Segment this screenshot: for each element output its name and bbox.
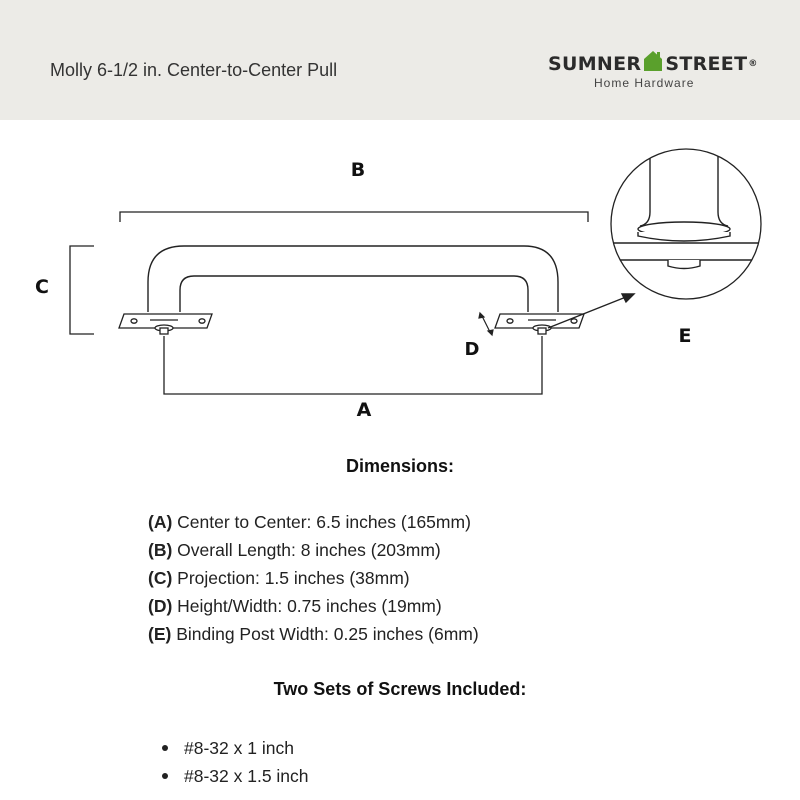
label-d: D — [465, 339, 480, 360]
dimension-text: Binding Post Width: 0.25 inches (6mm) — [171, 624, 479, 644]
dimension-item-d: (D) Height/Width: 0.75 inches (19mm) — [148, 595, 479, 623]
dimension-key: (D) — [148, 596, 173, 616]
dimension-c-line — [69, 245, 94, 335]
brand-name-left: SUMNER — [548, 52, 642, 75]
label-b: B — [351, 159, 365, 181]
dimension-text: Center to Center: 6.5 inches (165mm) — [172, 512, 471, 532]
pull-handle — [147, 245, 559, 312]
dimension-key: (A) — [148, 512, 173, 532]
screws-title: Two Sets of Screws Included: — [273, 679, 527, 699]
dimension-d-line — [478, 311, 494, 337]
pull-dimension-diagram: B C A D E — [35, 148, 762, 421]
house-icon — [643, 50, 663, 77]
dimension-a-line — [163, 336, 543, 395]
dimension-item-c: (C) Projection: 1.5 inches (38mm) — [148, 567, 479, 595]
dimension-text: Overall Length: 8 inches (203mm) — [172, 540, 441, 560]
dimension-b-line — [119, 211, 589, 222]
dimension-item-e: (E) Binding Post Width: 0.25 inches (6mm… — [148, 623, 479, 651]
list-item: #8-32 x 1 inch — [162, 734, 309, 762]
brand-logo: SUMNER STREET ® Home Hardware — [548, 50, 768, 90]
screw-text: #8-32 x 1 inch — [184, 738, 294, 758]
dimension-item-b: (B) Overall Length: 8 inches (203mm) — [148, 539, 479, 567]
header-bar: Molly 6-1/2 in. Center-to-Center Pull SU… — [0, 0, 800, 120]
dimensions-list: (A) Center to Center: 6.5 inches (165mm)… — [148, 511, 479, 651]
brand-name: SUMNER STREET ® — [548, 50, 768, 77]
screws-list: #8-32 x 1 inch #8-32 x 1.5 inch — [162, 734, 309, 790]
dimension-key: (C) — [148, 568, 173, 588]
dimension-key: (B) — [148, 540, 173, 560]
dimension-key: (E) — [148, 624, 172, 644]
list-item: #8-32 x 1.5 inch — [162, 762, 309, 790]
product-title: Molly 6-1/2 in. Center-to-Center Pull — [50, 60, 338, 80]
brand-subtitle: Home Hardware — [594, 76, 695, 90]
registered-mark: ® — [748, 58, 758, 69]
dimension-text: Height/Width: 0.75 inches (19mm) — [172, 596, 442, 616]
dimensions-title: Dimensions: — [345, 456, 455, 476]
left-base-plate — [118, 313, 213, 335]
detail-arrow — [547, 293, 636, 329]
bullet-icon — [162, 773, 168, 779]
right-base-plate — [494, 313, 585, 335]
brand-name-right: STREET — [665, 52, 748, 75]
label-c: C — [35, 276, 49, 298]
dimension-item-a: (A) Center to Center: 6.5 inches (165mm) — [148, 511, 479, 539]
binding-post-detail — [610, 148, 762, 300]
dimension-text: Projection: 1.5 inches (38mm) — [172, 568, 410, 588]
screw-text: #8-32 x 1.5 inch — [184, 766, 309, 786]
label-e: E — [679, 325, 692, 347]
bullet-icon — [162, 745, 168, 751]
label-a: A — [357, 399, 372, 421]
